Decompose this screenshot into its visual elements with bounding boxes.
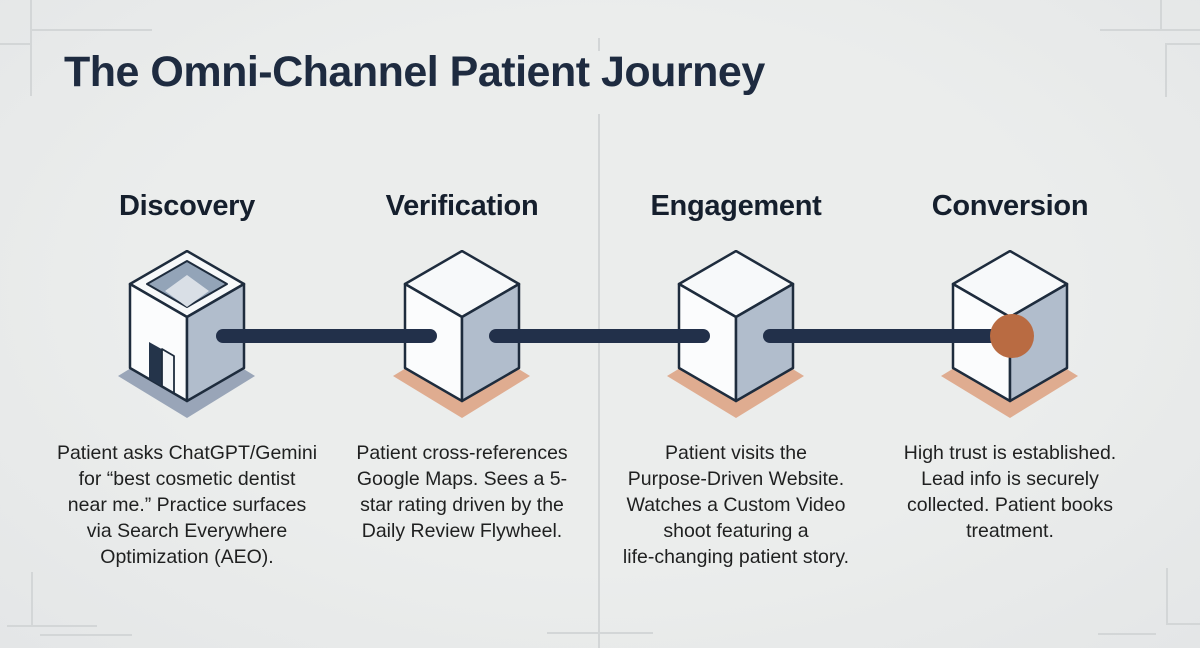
crop-mark	[30, 29, 152, 31]
stage-description: Patient visits the Purpose-Driven Websit…	[622, 442, 850, 568]
crop-mark	[30, 0, 32, 96]
crop-mark	[547, 632, 653, 634]
stage-label: Discovery	[119, 190, 255, 222]
connector-line-segment	[216, 329, 437, 343]
stage-column-discovery: Discovery Patient asks ChatGPT/Gemini fo…	[47, 190, 327, 610]
crop-mark	[1100, 29, 1200, 31]
isometric-cube-icon	[667, 250, 804, 418]
crop-mark	[1166, 568, 1168, 623]
isometric-hollow-building-icon	[118, 250, 255, 418]
stage-label: Conversion	[931, 190, 1089, 222]
crop-mark	[7, 625, 97, 627]
connector-line-segment	[763, 329, 1002, 343]
page-title: The Omni-Channel Patient Journey	[64, 48, 765, 96]
crop-mark	[1098, 633, 1156, 635]
stage-column-verification: Verification Patient cross-references Go…	[322, 190, 602, 610]
isometric-cube-node-icon	[941, 250, 1078, 418]
crop-mark	[1166, 623, 1200, 625]
stage-label: Engagement	[650, 190, 822, 222]
crop-mark	[598, 38, 600, 51]
crop-mark	[0, 43, 31, 45]
crop-mark	[1165, 43, 1167, 97]
stage-description: Patient cross-references Google Maps. Se…	[356, 442, 568, 542]
stage-column-conversion: Conversion High trust is established. Le…	[870, 190, 1150, 610]
stage-column-engagement: Engagement Patient visits the Purpose-Dr…	[596, 190, 876, 610]
crop-mark	[1160, 0, 1162, 30]
center-divider-line	[598, 114, 600, 648]
stage-description: Patient asks ChatGPT/Gemini for “best co…	[56, 442, 318, 568]
connector-line-segment	[489, 329, 710, 343]
crop-mark	[40, 634, 132, 636]
stage-label: Verification	[385, 190, 539, 222]
crop-mark	[31, 572, 33, 626]
stage-description: High trust is established. Lead info is …	[903, 442, 1117, 542]
crop-mark	[1165, 43, 1200, 45]
conversion-node-circle	[990, 314, 1034, 358]
